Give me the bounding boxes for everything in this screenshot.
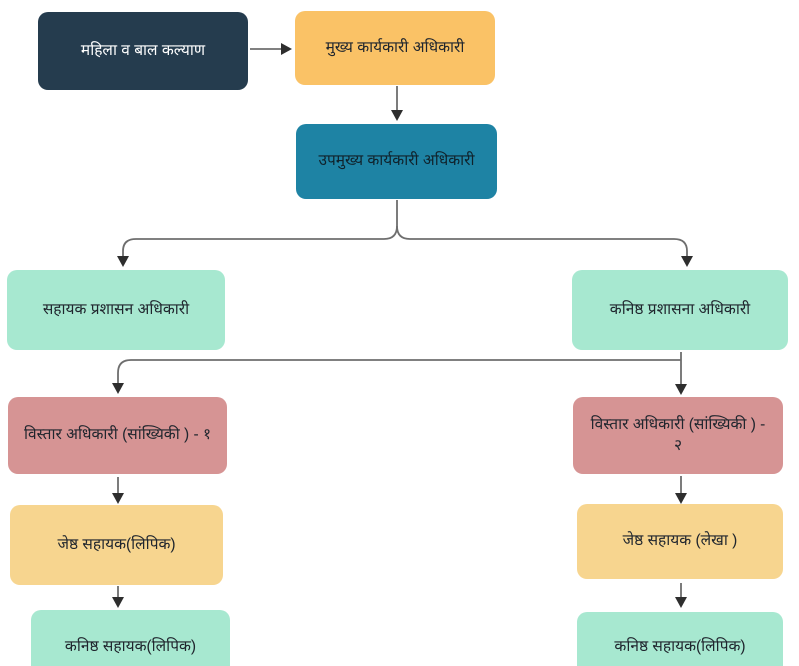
node-senior-assistant-accounts: जेष्ठ सहायक (लेखा ) xyxy=(577,504,783,579)
node-senior-accounts-label: जेष्ठ सहायक (लेखा ) xyxy=(622,532,738,550)
arrowhead-into-senior-accounts xyxy=(675,493,687,504)
node-extension-1-label: विस्तार अधिकारी (सांख्यिकी ) - १ xyxy=(23,426,212,444)
node-assistant-admin-officer: सहायक प्रशासन अधिकारी xyxy=(7,270,225,350)
arrowhead-into-assistant-admin xyxy=(117,256,129,267)
node-root-label: महिला व बाल कल्याण xyxy=(80,41,206,59)
node-root-department: महिला व बाल कल्याण xyxy=(38,12,248,90)
arrowhead-into-deputy-ceo xyxy=(391,110,403,121)
arrowhead-into-junior-admin xyxy=(681,256,693,267)
node-junior-clerk-left-label: कनिष्ठ सहायक(लिपिक) xyxy=(64,638,197,656)
arrowhead-into-senior-clerk xyxy=(112,493,124,504)
node-junior-admin-label: कनिष्ठ प्रशासना अधिकारी xyxy=(609,300,751,318)
node-extension-2-label: विस्तार अधिकारी (सांख्यिकी ) - २ xyxy=(590,415,766,454)
arrowhead-into-junior-clerk-left xyxy=(112,597,124,608)
node-senior-clerk-label: जेष्ठ सहायक(लिपिक) xyxy=(57,535,176,553)
node-extension-officer-statistics-2: विस्तार अधिकारी (सांख्यिकी ) - २ xyxy=(573,397,783,474)
node-deputy-ceo-label: उपमुख्य कार्यकारी अधिकारी xyxy=(318,152,475,170)
arrowhead-into-junior-clerk-right xyxy=(675,597,687,608)
edge-deputy-fork-left xyxy=(122,200,398,256)
node-junior-assistant-clerk-left: कनिष्ठ सहायक(लिपिक) xyxy=(31,610,230,666)
node-ceo-label: मुख्य कार्यकारी अधिकारी xyxy=(325,38,465,56)
edge-deputy-fork-right xyxy=(396,225,688,256)
node-chief-executive-officer: मुख्य कार्यकारी अधिकारी xyxy=(295,11,495,85)
node-deputy-chief-executive-officer: उपमुख्य कार्यकारी अधिकारी xyxy=(296,124,497,199)
edge-junior-admin-to-ext1 xyxy=(117,359,681,383)
arrowhead-into-extension-2 xyxy=(675,384,687,395)
node-junior-clerk-right-label: कनिष्ठ सहायक(लिपिक) xyxy=(614,637,746,655)
arrowhead-into-ceo xyxy=(281,43,292,55)
node-senior-assistant-clerk: जेष्ठ सहायक(लिपिक) xyxy=(10,505,223,585)
node-junior-admin-officer: कनिष्ठ प्रशासना अधिकारी xyxy=(572,270,788,350)
node-junior-assistant-clerk-right: कनिष्ठ सहायक(लिपिक) xyxy=(577,612,783,666)
arrowhead-into-extension-1 xyxy=(112,383,124,394)
node-assistant-admin-label: सहायक प्रशासन अधिकारी xyxy=(42,300,190,318)
node-extension-officer-statistics-1: विस्तार अधिकारी (सांख्यिकी ) - १ xyxy=(8,397,227,474)
